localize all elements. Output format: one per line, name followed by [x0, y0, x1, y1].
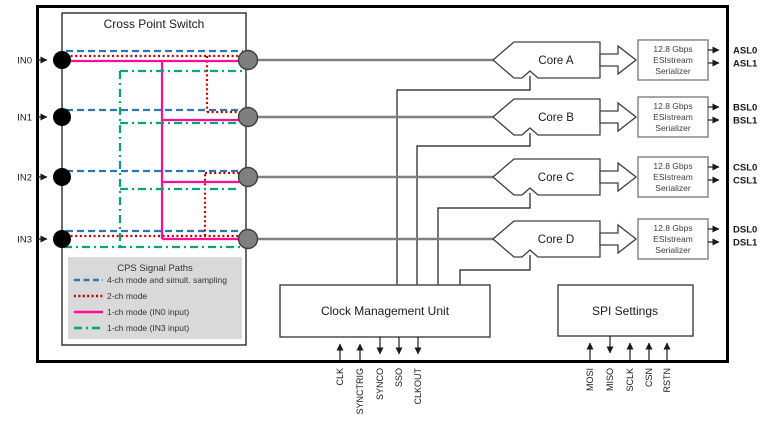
port-label-asl1: ASL1 [733, 59, 758, 70]
core-c-block: Core C 12.8 Gbps ESIstream Serializer CS… [492, 156, 758, 198]
cmu-title: Clock Management Unit [321, 304, 450, 318]
input-node-in0 [53, 51, 71, 69]
clock-line-core-a [396, 76, 531, 285]
input-nodes [53, 51, 71, 248]
serializer-a-box [637, 39, 709, 81]
pin-label-miso: MISO [605, 368, 615, 391]
input-arrows [37, 56, 48, 243]
input-label-in2: IN2 [17, 173, 32, 184]
cmu-block: Clock Management Unit CLK SYNCTRIG SYNCO… [279, 284, 491, 415]
port-label-asl0: ASL0 [733, 46, 757, 57]
output-node-0 [237, 49, 259, 71]
spi-box [557, 284, 694, 337]
core-d-shape [492, 220, 601, 258]
serializer-a-line1: 12.8 Gbps [653, 44, 692, 54]
serializer-c-line2: ESIstream [653, 172, 693, 182]
core-b-label: Core B [538, 112, 574, 124]
core-c-bus-arrow [599, 161, 638, 193]
serializer-c-line3: Serializer [655, 183, 691, 193]
core-b-block: Core B 12.8 Gbps ESIstream Serializer BS… [492, 96, 758, 138]
output-node-2 [237, 166, 259, 188]
path-1ch-in0 [66, 59, 243, 241]
port-label-dsl0: DSL0 [733, 225, 757, 236]
legend-label-1ch-in3: 1-ch mode (IN3 input) [107, 323, 189, 333]
serializer-b-line3: Serializer [655, 123, 691, 133]
port-label-dsl1: DSL1 [733, 238, 758, 249]
input-node-in2 [53, 168, 71, 186]
serializer-b-box [637, 96, 709, 138]
pin-label-csn: CSN [644, 368, 654, 387]
pin-label-synco: SYNCO [375, 368, 385, 400]
core-c-label: Core C [538, 172, 574, 184]
serializer-b-line2: ESIstream [653, 112, 693, 122]
port-label-bsl1: BSL1 [733, 116, 758, 127]
port-label-bsl0: BSL0 [733, 103, 757, 114]
legend-box [68, 257, 242, 339]
cps-legend: CPS Signal Paths 4-ch mode and simult. s… [68, 257, 242, 339]
pin-label-sso: SSO [394, 368, 404, 387]
cmu-pin-arrows [336, 337, 422, 360]
port-label-csl0: CSL0 [733, 163, 757, 174]
core-d-label: Core D [538, 234, 574, 246]
core-a-label: Core A [538, 55, 573, 67]
input-node-in1 [53, 108, 71, 126]
analog-signal-lines [254, 58, 495, 241]
input-label-in0: IN0 [17, 56, 32, 67]
core-a-bus-arrow [599, 44, 638, 76]
path-2ch-mode [66, 54, 243, 238]
core-a-shape [492, 41, 601, 79]
input-node-in3 [53, 230, 71, 248]
legend-label-1ch-in0: 1-ch mode (IN0 input) [107, 307, 189, 317]
pin-label-sclk: SCLK [625, 368, 635, 392]
clock-routing [396, 76, 531, 285]
serializer-c-line1: 12.8 Gbps [653, 161, 692, 171]
pin-label-clk: CLK [335, 368, 345, 386]
cmu-box [279, 284, 491, 338]
clock-line-core-d [459, 255, 531, 285]
serializer-d-line3: Serializer [655, 245, 691, 255]
core-d-block: Core D 12.8 Gbps ESIstream Serializer DS… [492, 218, 758, 260]
output-node-3 [237, 228, 259, 250]
output-nodes [237, 49, 259, 250]
legend-label-2ch: 2-ch mode [107, 291, 147, 301]
serializer-a-line2: ESIstream [653, 55, 693, 65]
serializer-b-line1: 12.8 Gbps [653, 101, 692, 111]
path-1ch-in3 [64, 69, 242, 249]
cps-title: Cross Point Switch [104, 17, 205, 31]
cps-inputs: IN0 IN1 IN2 IN3 [17, 49, 259, 250]
serializer-d-line1: 12.8 Gbps [653, 223, 692, 233]
path-4ch-mode [66, 49, 243, 233]
legend-label-4ch: 4-ch mode and simult. sampling [107, 275, 227, 285]
input-label-in3: IN3 [17, 235, 32, 246]
output-node-1 [237, 106, 259, 128]
serializer-c-box [637, 156, 709, 198]
legend-title: CPS Signal Paths [117, 263, 193, 274]
spi-title: SPI Settings [592, 304, 658, 318]
serializer-d-box [637, 218, 709, 260]
input-label-in1: IN1 [17, 113, 32, 124]
core-b-shape [492, 98, 601, 136]
core-c-shape [492, 158, 601, 196]
clock-line-core-c [437, 193, 531, 285]
pin-label-rstn: RSTN [662, 368, 672, 393]
core-a-block: Core A 12.8 Gbps ESIstream Serializer AS… [492, 39, 758, 81]
pin-label-mosi: MOSI [585, 368, 595, 391]
serializer-a-line3: Serializer [655, 66, 691, 76]
serializer-d-line2: ESIstream [653, 234, 693, 244]
port-label-csl1: CSL1 [733, 176, 758, 187]
spi-pin-arrows [586, 336, 671, 360]
chip-border [36, 5, 729, 363]
clock-line-core-b [416, 133, 531, 285]
spi-block: SPI Settings MOSI MISO SCLK CSN RSTN [557, 284, 694, 393]
core-d-bus-arrow [599, 223, 638, 255]
pin-label-clkout: CLKOUT [413, 368, 423, 405]
pin-label-synctrig: SYNCTRIG [355, 368, 365, 415]
core-b-bus-arrow [599, 101, 638, 133]
